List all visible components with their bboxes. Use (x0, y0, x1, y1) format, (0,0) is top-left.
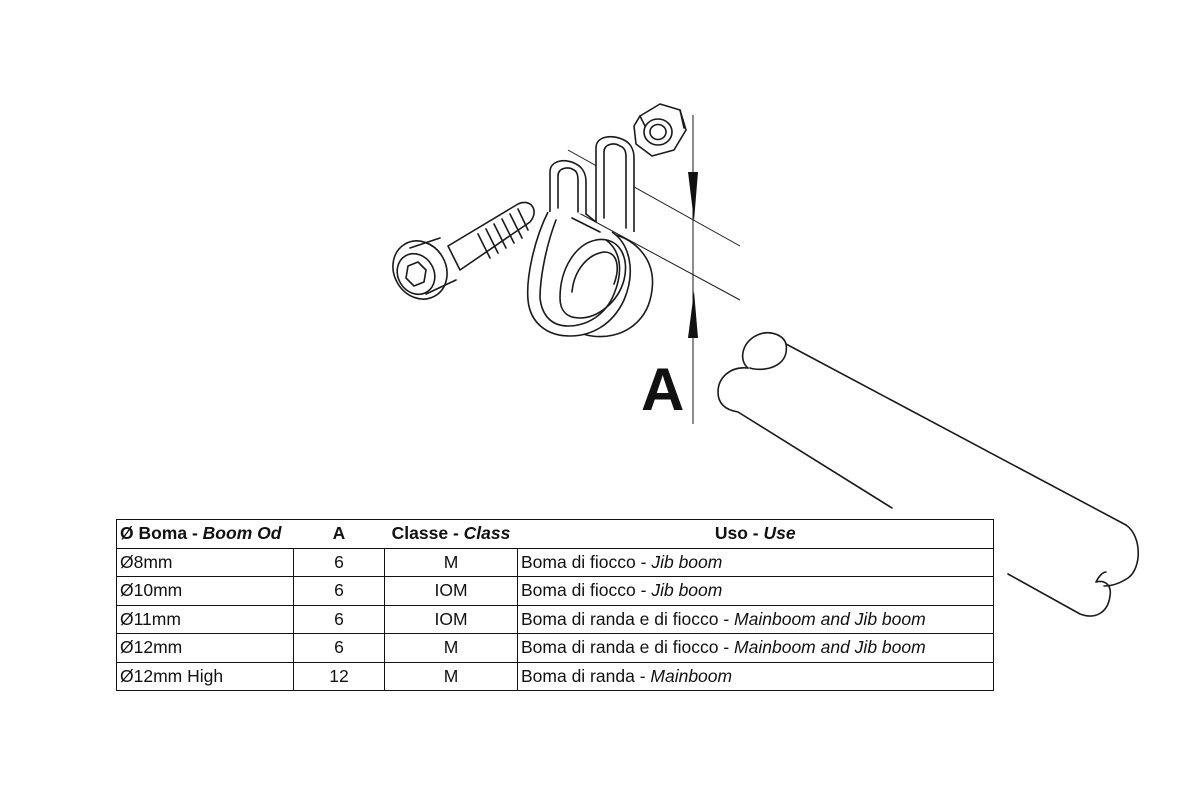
cell-class: IOM (384, 605, 518, 634)
cell-class: M (384, 548, 518, 577)
cell-a: 6 (293, 633, 385, 663)
header-class: Classe - Class (384, 519, 518, 549)
cell-a: 6 (293, 576, 385, 606)
bolt (392, 201, 535, 300)
cell-use: Boma di randa e di fiocco - Mainboom and… (517, 633, 994, 663)
cell-boom-od: Ø12mm High (116, 662, 294, 691)
cell-class: M (384, 662, 518, 691)
cell-boom-od: Ø10mm (116, 576, 294, 606)
cell-a: 6 (293, 605, 385, 634)
boom-clamp-table: Ø Boma - Boom Od A Classe - Class Uso - … (116, 519, 994, 691)
header-a: A (293, 519, 385, 549)
cell-use: Boma di fiocco - Jib boom (517, 576, 994, 606)
dimension-a-label: A (641, 356, 685, 423)
table-row: Ø10mm 6 IOM Boma di fiocco - Jib boom (116, 576, 994, 606)
table-row: Ø8mm 6 M Boma di fiocco - Jib boom (116, 548, 994, 577)
cell-boom-od: Ø12mm (116, 633, 294, 663)
dimension-lines (565, 115, 741, 424)
cell-use: Boma di randa - Mainboom (521, 665, 733, 686)
cell-a: 6 (293, 548, 385, 577)
table-header-row: Ø Boma - Boom Od A Classe - Class Uso - … (116, 519, 994, 549)
nut (633, 103, 687, 157)
table-row: Ø12mm 6 M Boma di randa e di fiocco - Ma… (116, 633, 994, 663)
table-row: Ø11mm 6 IOM Boma di randa e di fiocco - … (116, 605, 994, 634)
header-boom-od: Ø Boma - Boom Od (116, 519, 294, 549)
boom-tube (717, 331, 1139, 617)
clamp-body (526, 135, 654, 338)
cell-use: Boma di fiocco - Jib boom (517, 548, 994, 577)
cell-boom-od: Ø8mm (116, 548, 294, 577)
cell-use: Boma di randa e di fiocco - Mainboom and… (517, 605, 994, 634)
table-row: Ø12mm High 12 M Boma di randa - Mainboom (116, 662, 994, 691)
cell-a: 12 (293, 662, 385, 691)
cell-class: M (384, 633, 518, 663)
cell-boom-od: Ø11mm (116, 605, 294, 634)
header-use: Uso - Use (517, 519, 994, 549)
cell-class: IOM (384, 576, 518, 606)
